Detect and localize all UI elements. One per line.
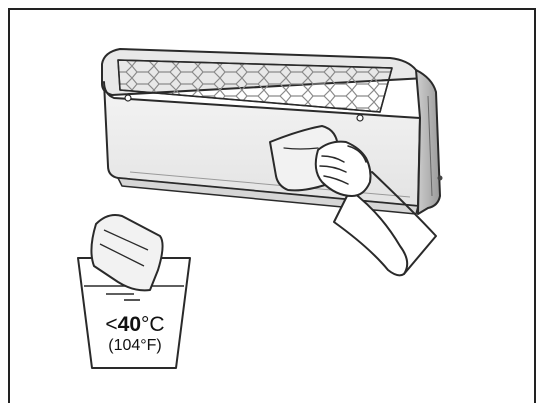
temperature-celsius: <40°C [76,314,194,336]
air-conditioner-unit [101,48,443,215]
temp-celsius-value: 40 [117,313,142,336]
frame-border [8,8,536,403]
temp-prefix: < [105,313,118,336]
water-bucket [77,214,191,369]
ac-side-panel [415,69,441,215]
hand-with-cloth [269,125,437,277]
temp-celsius-unit: °C [141,313,165,336]
temperature-fahrenheit: (104°F) [108,337,162,354]
dipped-cloth [90,214,164,292]
hand [314,140,372,197]
